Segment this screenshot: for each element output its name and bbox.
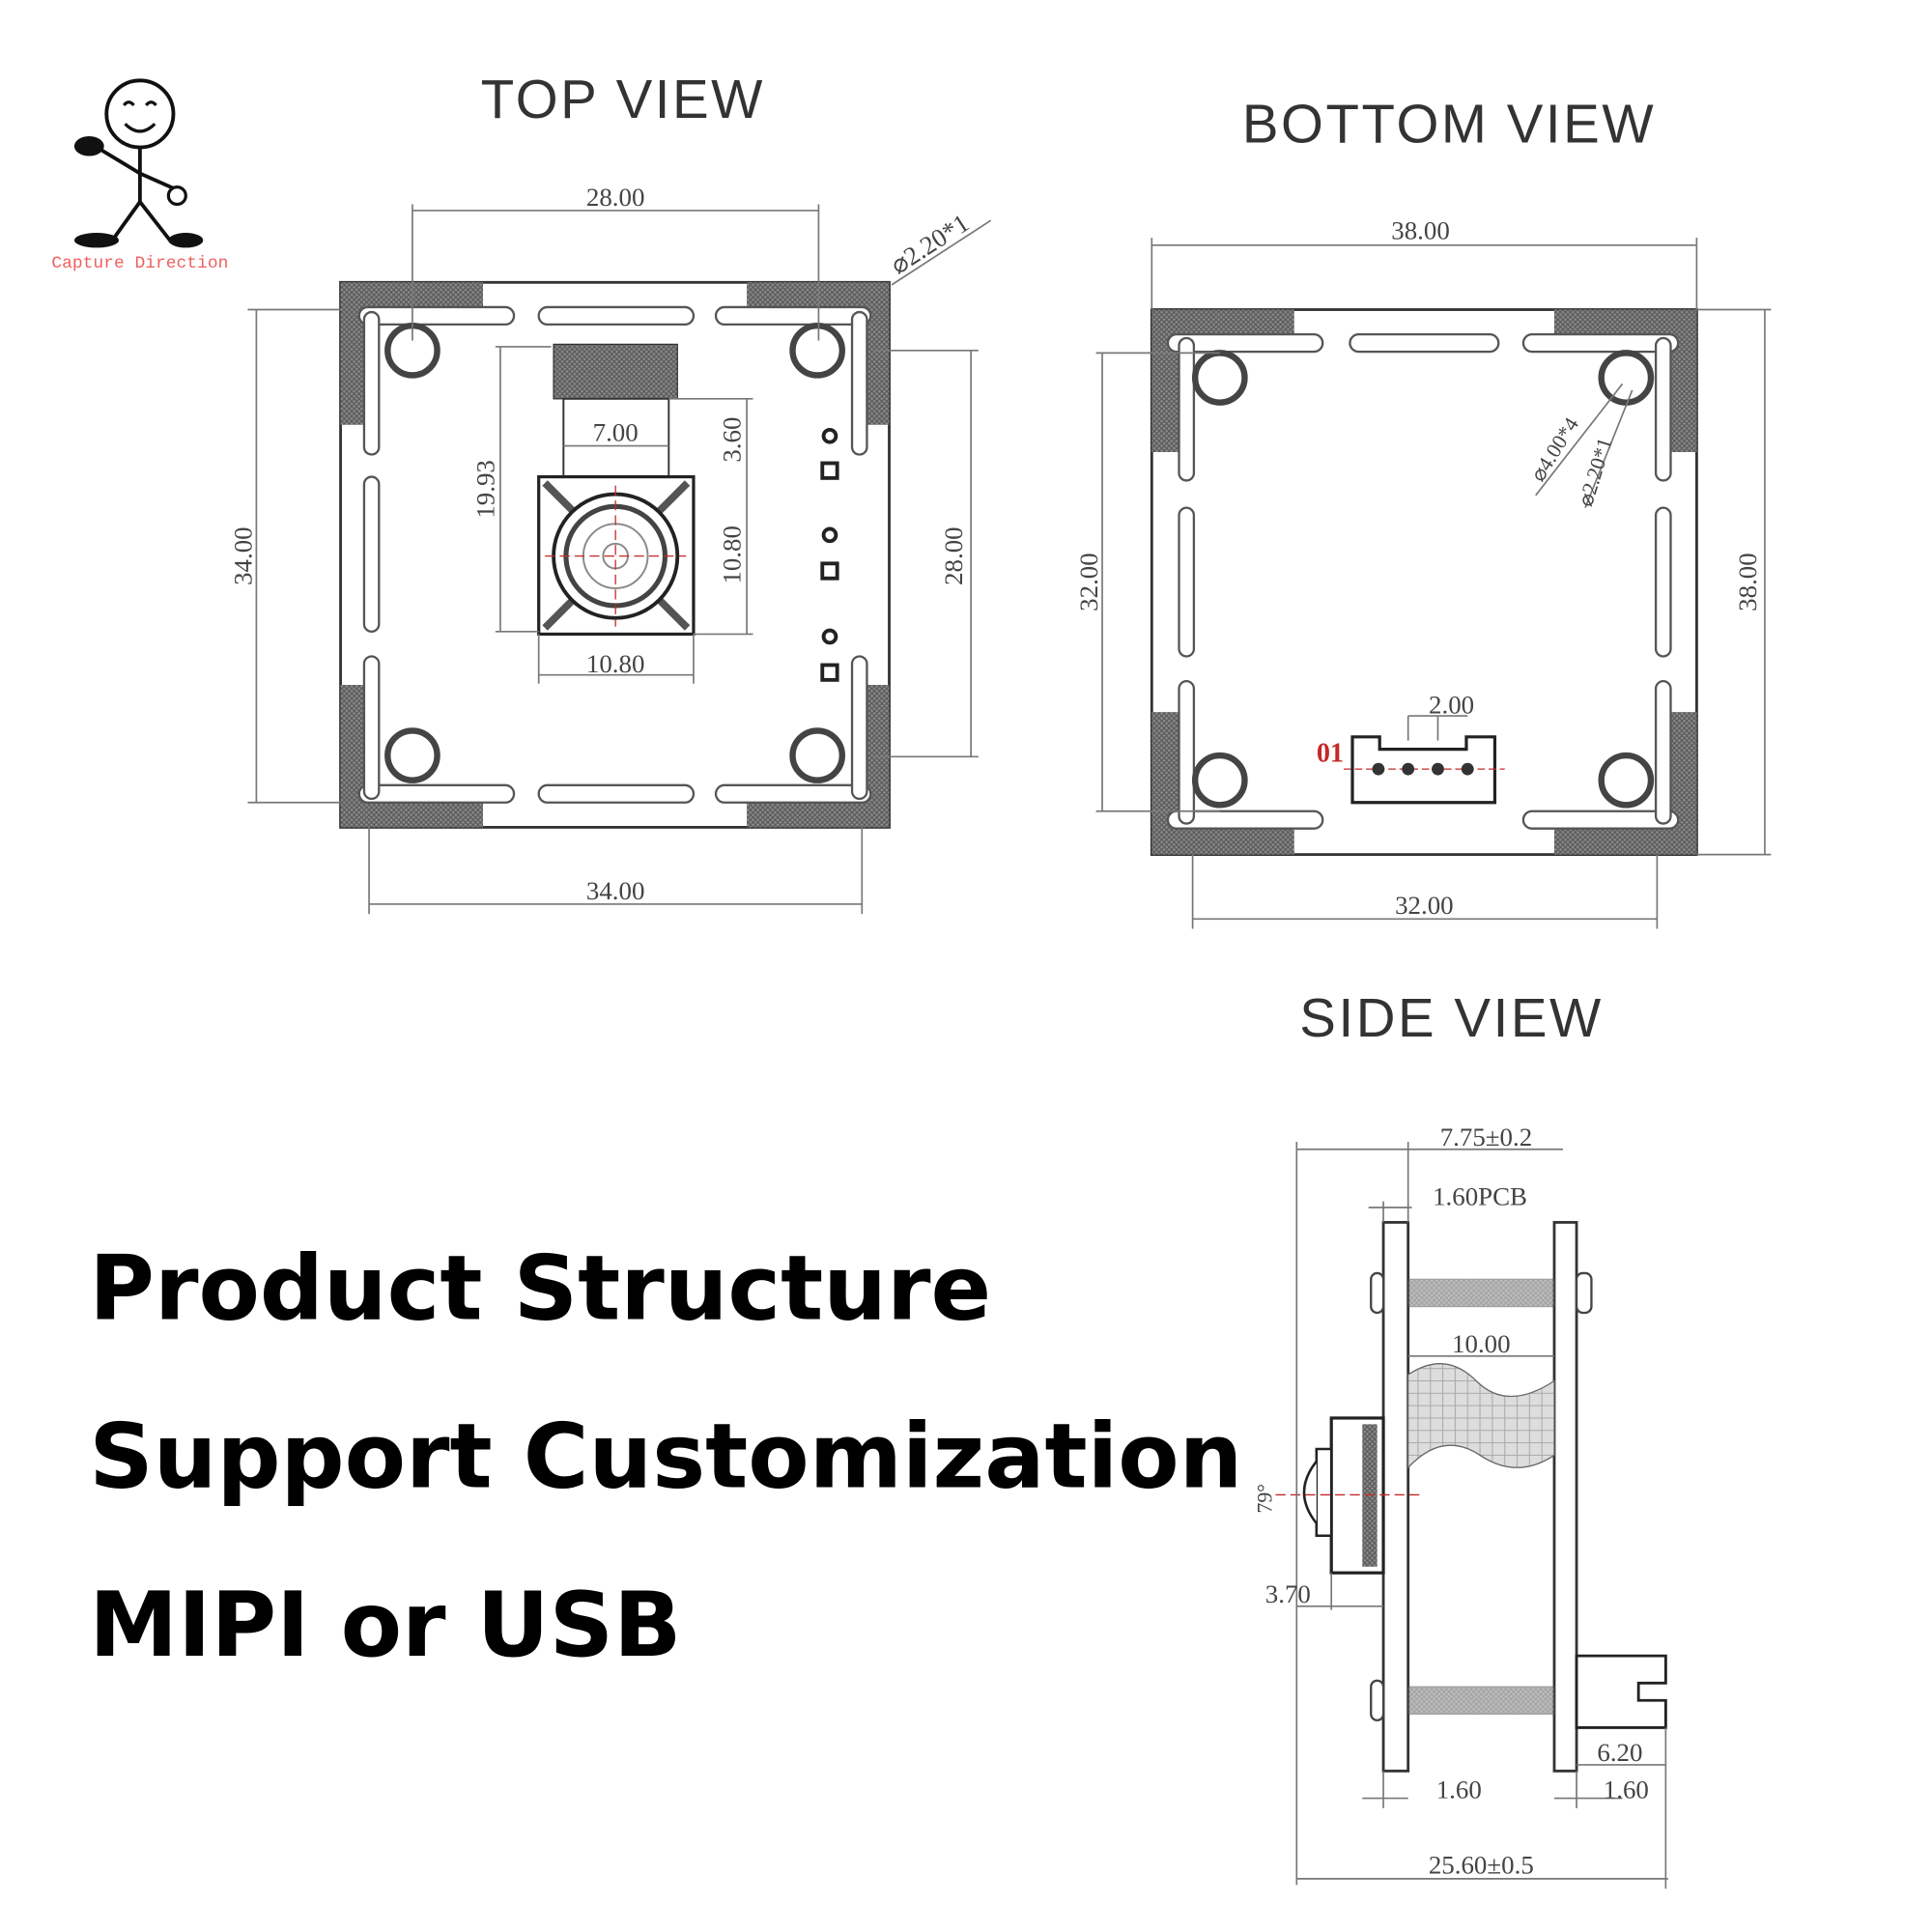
dim-top-hole-spacing: 28.00 [939, 526, 968, 585]
dim-fpc-width: 7.00 [593, 417, 639, 446]
dim-bottom-hole-spacing-h: 32.00 [1395, 891, 1454, 920]
side-view: SIDE VIEW 7.75±0.2 1.60PCB 10.00 79° 3.7… [1254, 987, 1668, 1889]
feature-product-structure: Product Structure [89, 1236, 991, 1340]
capture-direction-logo: Capture Direction [51, 78, 228, 273]
dim-bottom-height: 38.00 [1733, 553, 1762, 611]
dim-total: 25.60±0.5 [1429, 1851, 1534, 1880]
dim-bottom-hole-spacing-v: 32.00 [1074, 553, 1103, 611]
dim-sensor-size-v: 10.80 [718, 526, 747, 584]
dim-top-hole: ⌀2.20*1 [885, 208, 974, 279]
connector [1344, 735, 1505, 805]
bottom-view-title: BOTTOM VIEW [1242, 93, 1656, 154]
top-view: TOP VIEW [228, 69, 992, 915]
dim-top-width: 28.00 [586, 183, 645, 212]
dim-connector: 6.20 [1597, 1738, 1642, 1767]
led-indicators [820, 427, 839, 682]
pin1-label: 01 [1317, 738, 1344, 768]
dim-pcb-right: 1.60 [1604, 1776, 1649, 1804]
dim-spacer: 10.00 [1452, 1329, 1511, 1358]
dim-sensor-offset: 3.60 [718, 417, 747, 463]
feature-support-customization: Support Customization [89, 1405, 1242, 1509]
dim-pcb: 1.60PCB [1433, 1181, 1527, 1210]
feature-mipi-usb: MIPI or USB [89, 1573, 681, 1677]
dim-sensor-size-h: 10.80 [586, 649, 645, 678]
feature-list: Product Structure Support Customization … [89, 1236, 1242, 1677]
dim-top-board-width: 34.00 [586, 876, 645, 905]
dim-bottom-width: 38.00 [1391, 215, 1450, 244]
bottom-view: BOTTOM VIEW 38.00 ⌀4.00* [1074, 93, 1772, 929]
dim-top-board-height: 34.00 [228, 526, 257, 585]
dim-fov: 79° [1254, 1484, 1277, 1514]
dim-pcb-left: 1.60 [1436, 1776, 1482, 1804]
dim-module-thickness: 7.75±0.2 [1440, 1122, 1533, 1151]
dim-sensor-height: 19.93 [471, 460, 500, 519]
dim-pin-pitch: 2.00 [1429, 690, 1474, 719]
side-view-title: SIDE VIEW [1299, 987, 1604, 1048]
top-view-title: TOP VIEW [481, 69, 765, 129]
logo-caption: Capture Direction [51, 254, 228, 273]
dim-lens: 3.70 [1265, 1579, 1311, 1608]
